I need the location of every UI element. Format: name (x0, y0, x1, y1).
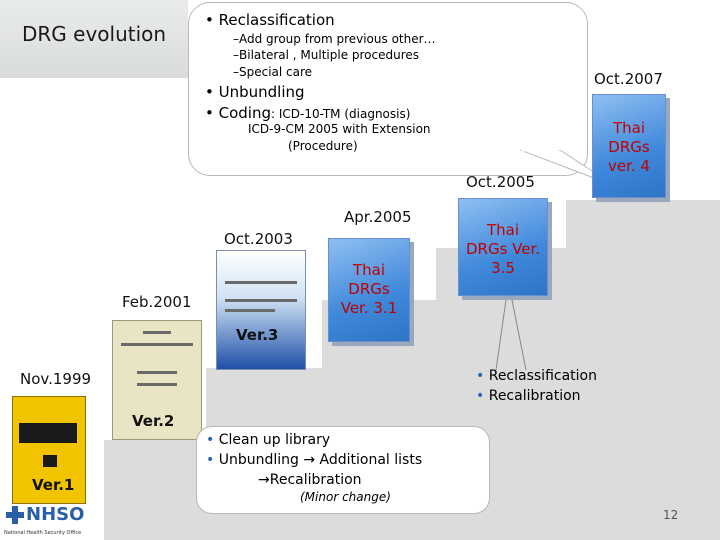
title-box (0, 0, 188, 78)
callout-bullet-coding: • Coding: ICD-10-TM (diagnosis) (205, 104, 411, 122)
nhso-logo-subtitle: National Health Security Office (4, 530, 82, 536)
date-oct-2005: Oct.2005 (466, 173, 535, 191)
lower-callout-bubble (196, 426, 490, 514)
thai-drgs-v35-label: Thai DRGs Ver. 3.5 (465, 221, 541, 277)
thai-drgs-v31-book: Thai DRGs Ver. 3.1 (328, 238, 410, 342)
thai-drgs-v4-book: Thai DRGs ver. 4 (592, 94, 666, 198)
nhso-logo-text: NHSO (26, 504, 85, 525)
right-callout-pointer (495, 300, 527, 370)
date-feb-2001: Feb.2001 (122, 293, 192, 311)
arrow-icon: → (303, 452, 316, 468)
page-number: 12 (663, 508, 679, 522)
date-nov-1999: Nov.1999 (20, 370, 92, 388)
ver2-cover (112, 320, 202, 440)
ver1-cover (12, 396, 86, 504)
ver3-cover (216, 250, 306, 370)
thai-drgs-v35-book: Thai DRGs Ver. 3.5 (458, 198, 548, 296)
lower-bullet-list: • Clean up library • Unbundling → Additi… (206, 430, 422, 490)
callout-sub-2: –Bilateral , Multiple procedures (233, 48, 420, 62)
callout-bullet-unbundling: • Unbundling (205, 83, 305, 101)
thai-drgs-v31-label: Thai DRGs Ver. 3.1 (340, 261, 398, 317)
reclassification-label: Reclassification (218, 11, 335, 29)
coding-value: : ICD-10-TM (diagnosis) (271, 107, 411, 121)
right-bullet-list: • Reclassification • Recalibration (476, 366, 597, 406)
callout-bullet-reclassification: • Reclassification (205, 11, 335, 29)
coding-line-3: (Procedure) (288, 139, 358, 153)
callout-sub-3: –Special care (233, 65, 313, 79)
callout-tail (520, 150, 616, 187)
lower-bullet-2: • Unbundling → Additional lists (206, 452, 423, 468)
lower-bullet-1: • Clean up library (206, 432, 331, 448)
right-bullet-2: • Recalibration (476, 388, 581, 404)
date-oct-2003: Oct.2003 (224, 230, 293, 248)
ver2-label: Ver.2 (132, 412, 175, 430)
minor-change-note: (Minor change) (300, 490, 391, 504)
step-5 (566, 200, 720, 248)
callout-bubble (188, 2, 588, 176)
nhso-logo: NHSO National Health Security Office (0, 502, 104, 540)
right-bullet-1: • Reclassification (476, 368, 597, 384)
lower-line-3: →Recalibration (258, 472, 362, 488)
coding-label: Coding (218, 104, 271, 122)
ver3-label: Ver.3 (236, 326, 279, 344)
callout-sub-1: –Add group from previous other… (233, 32, 436, 46)
coding-line-2: ICD-9-CM 2005 with Extension (248, 122, 431, 136)
cross-icon (6, 506, 24, 524)
thai-drgs-v4-label: Thai DRGs ver. 4 (608, 119, 650, 175)
ver1-label: Ver.1 (32, 476, 75, 494)
date-oct-2007: Oct.2007 (594, 70, 663, 88)
date-apr-2005: Apr.2005 (344, 208, 412, 226)
arrow-icon: → (258, 472, 270, 488)
slide-title: DRG evolution (22, 22, 167, 46)
unbundling-label: Unbundling (218, 83, 305, 101)
